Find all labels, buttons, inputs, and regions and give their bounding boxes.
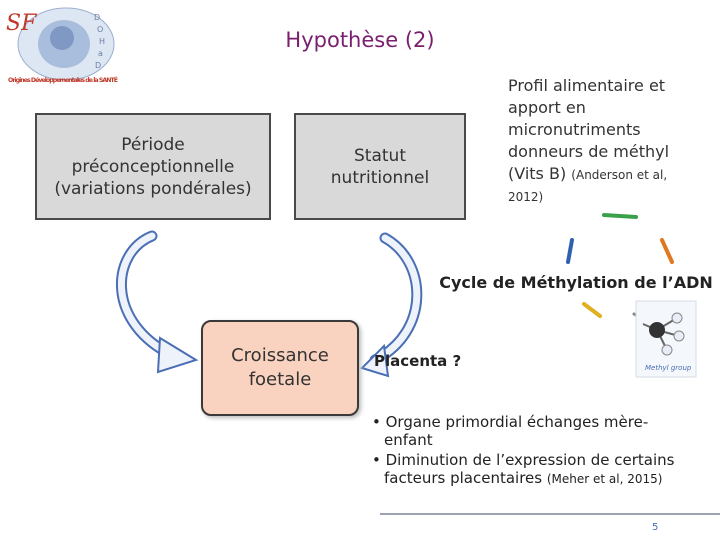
periode-line-3: (variations pondérales) [54, 178, 252, 199]
logo-text: Origines Développementales de la SANTÉ [8, 75, 118, 84]
logo-mark: SF [6, 11, 37, 36]
croissance-foetale-box: Croissance foetale [201, 320, 359, 416]
bullet-diminution-citation: (Meher et al, 2015) [546, 472, 663, 486]
sfdohad-logo: SF D O H a D Origines Développementales … [4, 4, 122, 96]
profil-alimentaire-text: Profil alimentaire et apport en micronut… [508, 75, 713, 208]
profil-line-3: micronutriments [508, 120, 641, 139]
curved-arrow-right [360, 232, 423, 378]
profil-line-5: (Vits B) (Anderson et al, [508, 163, 713, 186]
bullet-organe: • Organe primordial échanges mère- enfan… [372, 413, 712, 449]
statut-line-2: nutritionnel [330, 167, 430, 188]
profil-line-1: Profil alimentaire et [508, 76, 666, 95]
statut-line-1: Statut [354, 145, 406, 166]
profil-citation-b: 2012) [508, 190, 544, 204]
bullet-diminution: • Diminution de l’expression de certains… [372, 451, 712, 488]
curved-arrow-left [116, 230, 199, 374]
cycle-methylation-label: Cycle de Méthylation de l’ADN [439, 273, 713, 292]
profil-line-2: apport en [508, 98, 586, 117]
periode-line-1: Période [121, 134, 185, 155]
periode-line-2: préconceptionnelle [71, 156, 235, 177]
logo-letter-o: O [97, 25, 103, 34]
logo-letter-a: a [98, 49, 103, 58]
page-number: 5 [652, 522, 659, 533]
footer-rule [380, 513, 720, 515]
logo-graphic: SF D O H a D Origines Développementales … [6, 7, 118, 84]
methyl-molecule-graphic: Methyl group [635, 300, 697, 378]
logo-letter-d2: D [95, 61, 101, 70]
slide-title: Hypothèse (2) [285, 28, 435, 52]
logo-letter-h: H [99, 37, 105, 46]
croissance-line-2: foetale [248, 369, 312, 390]
methyl-group-image: Methyl group [635, 300, 697, 378]
bullet-diminution-line-2: facteurs placentaires (Meher et al, 2015… [384, 469, 712, 488]
bullet-organe-line-2: enfant [384, 431, 433, 449]
placenta-bullets: • Organe primordial échanges mère- enfan… [372, 413, 712, 488]
profil-vits: (Vits B) [508, 164, 567, 183]
bullet-diminution-line-1: • Diminution de l’expression de certains [372, 451, 675, 469]
periode-preconceptionnelle-box: Période préconceptionnelle (variations p… [35, 113, 271, 220]
methyl-label: Methyl group [645, 364, 692, 372]
profil-citation-a: (Anderson et al, [571, 168, 668, 182]
croissance-line-1: Croissance [231, 345, 329, 366]
placenta-label: Placenta ? [374, 352, 462, 370]
bullet-diminution-text: facteurs placentaires [384, 469, 543, 487]
bullet-organe-line-1: • Organe primordial échanges mère- [372, 413, 649, 431]
logo-letter-d: D [94, 13, 100, 22]
statut-nutritionnel-box: Statut nutritionnel [294, 113, 466, 220]
profil-line-4: donneurs de méthyl [508, 142, 670, 161]
